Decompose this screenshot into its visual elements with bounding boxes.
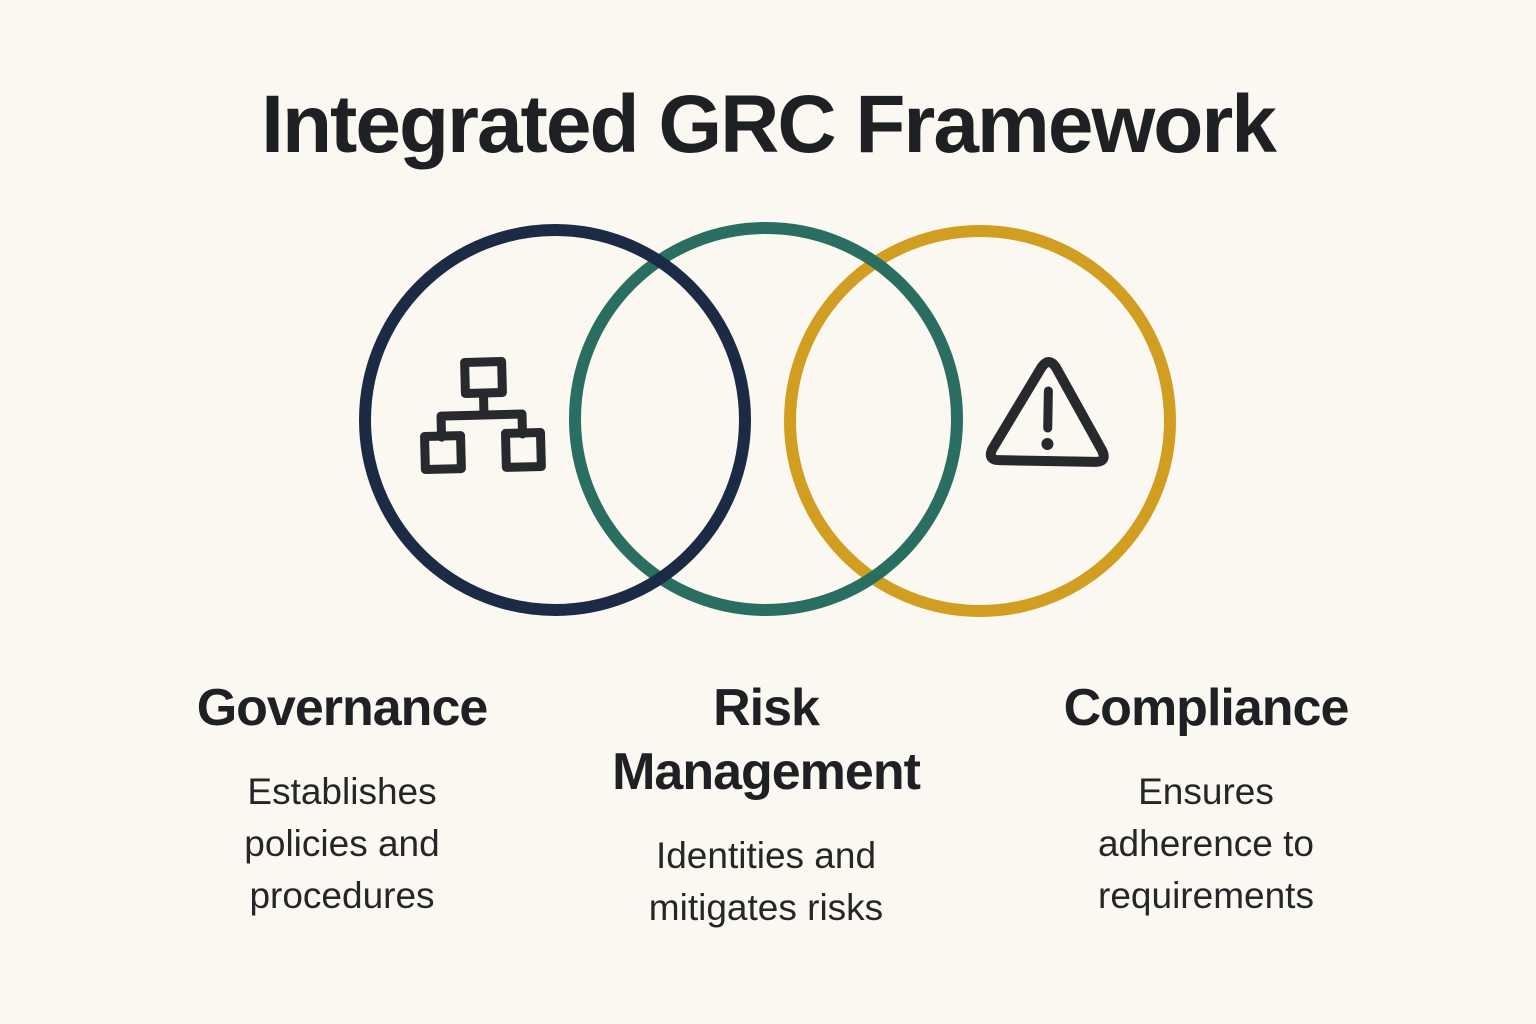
risk-management-column: Risk Management Identities and mitigates… <box>546 676 986 934</box>
risk-management-heading: Risk Management <box>612 679 921 801</box>
page-title: Integrated GRC Framework <box>261 79 1277 170</box>
compliance-heading: Compliance <box>1063 679 1350 737</box>
governance-description: Establishes policies and procedures <box>244 771 440 916</box>
warning-triangle-icon <box>985 357 1109 467</box>
compliance-column: Compliance Ensures adherence to requirem… <box>986 676 1426 922</box>
risk-circle <box>569 222 963 616</box>
compliance-description: Ensures adherence to requirements <box>1097 771 1314 916</box>
org-chart-icon <box>420 356 546 475</box>
risk-management-description: Identities and mitigates risks <box>648 835 884 928</box>
governance-circle <box>359 224 751 616</box>
compliance-circle <box>784 225 1176 617</box>
governance-heading: Governance <box>196 679 489 737</box>
governance-column: Governance Establishes policies and proc… <box>122 676 562 922</box>
